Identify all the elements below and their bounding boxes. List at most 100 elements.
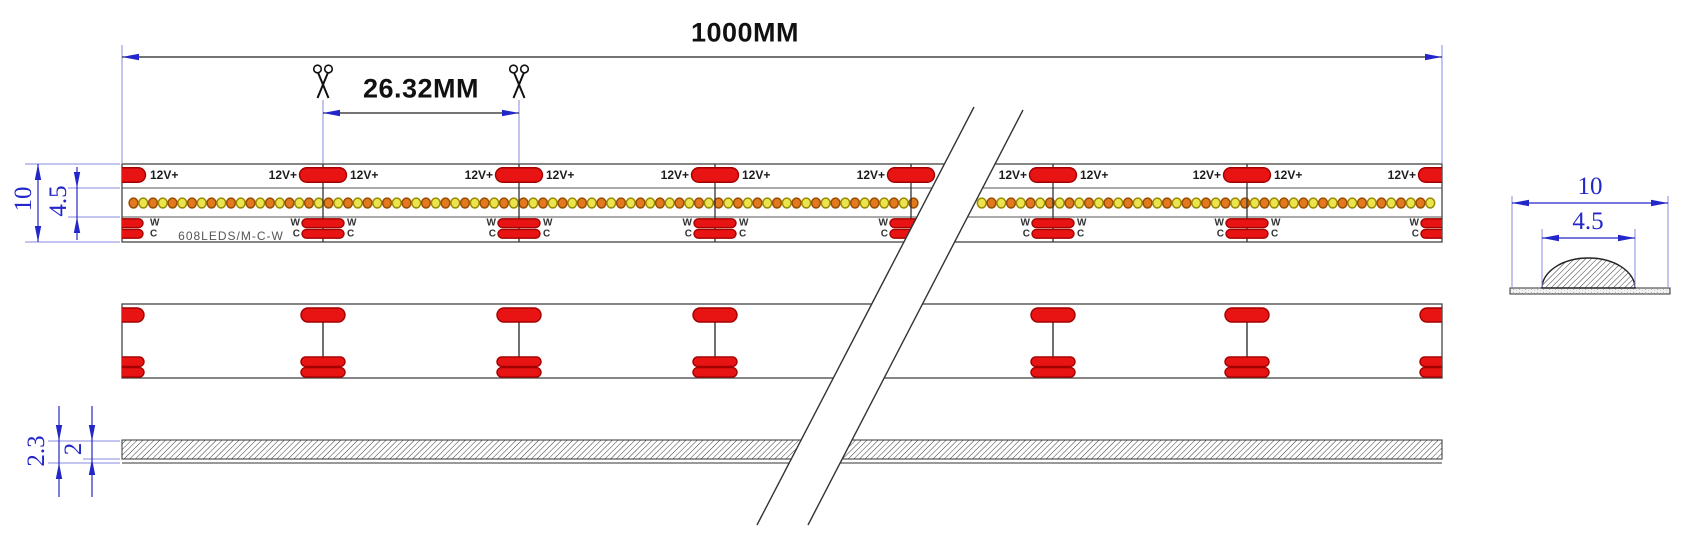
cool-label: C <box>684 228 692 240</box>
led-dot <box>401 197 412 209</box>
led-dot <box>420 197 432 209</box>
led-dot <box>1200 197 1212 209</box>
led-dot <box>693 197 705 209</box>
led-dot <box>1288 197 1299 209</box>
led-dot <box>849 197 861 209</box>
break-line <box>807 109 1024 526</box>
cool-pad <box>1031 228 1075 239</box>
warm-label: W <box>1409 217 1419 229</box>
strip-back-view <box>121 303 1443 379</box>
led-dot <box>742 197 753 209</box>
led-dot <box>576 197 588 209</box>
total-thickness-dimension <box>48 406 120 497</box>
back-pad <box>692 366 738 378</box>
cool-label: C <box>488 228 496 240</box>
back-power-pad <box>496 307 542 323</box>
back-pad <box>1224 356 1270 368</box>
section-base <box>1509 287 1671 295</box>
led-dot <box>313 197 324 209</box>
back-pad <box>496 366 542 378</box>
cool-label: C <box>1022 228 1030 240</box>
cool-label: C <box>880 228 888 240</box>
back-power-pad <box>1224 307 1270 323</box>
warm-label: W <box>1214 217 1224 229</box>
warm-label: W <box>543 217 553 229</box>
arrowhead <box>122 53 139 61</box>
led-dot <box>879 197 890 209</box>
led-dot <box>196 197 207 209</box>
led-dot <box>157 197 168 209</box>
led-dot <box>469 197 480 209</box>
led-dot <box>264 197 276 209</box>
led-dot <box>1259 197 1270 209</box>
warm-label: W <box>1020 217 1030 229</box>
led-dot <box>723 197 734 209</box>
arrowhead <box>34 226 42 242</box>
warm-label: W <box>682 217 692 229</box>
section-width-label: 10 <box>1577 173 1603 200</box>
arrowhead <box>73 217 81 233</box>
led-dot <box>440 197 451 209</box>
led-dot <box>498 197 510 209</box>
led-dot <box>898 197 909 209</box>
led-dot <box>986 197 997 209</box>
led-dot <box>1337 197 1348 209</box>
led-dot <box>1005 197 1017 209</box>
back-pad <box>300 366 346 378</box>
led-dot <box>1317 197 1329 209</box>
led-dot <box>771 197 783 209</box>
led-dot <box>557 197 568 209</box>
led-dot <box>235 197 246 209</box>
led-dot <box>1171 197 1182 209</box>
led-dot <box>1122 197 1134 209</box>
pad-label-12v: 12V+ <box>856 168 885 182</box>
warm-pad <box>693 218 737 229</box>
led-dot <box>781 197 792 209</box>
arrowhead <box>1618 234 1635 242</box>
led-dot <box>508 197 519 209</box>
led-dot <box>450 197 461 209</box>
led-dot <box>976 197 987 209</box>
led-band-width-dimension <box>68 167 120 240</box>
power-pad <box>886 167 936 183</box>
led-dot <box>430 197 441 209</box>
led-dot <box>1269 197 1280 209</box>
led-dot <box>1035 197 1046 209</box>
led-dot <box>674 197 685 209</box>
led-dot <box>225 197 237 209</box>
warm-label: W <box>878 217 888 229</box>
pad-label-12v: 12V+ <box>350 168 379 182</box>
led-dot <box>186 197 198 209</box>
warm-label: W <box>290 217 300 229</box>
led-dot <box>391 197 402 209</box>
led-dot <box>703 197 714 209</box>
led-dot <box>206 197 217 209</box>
cool-label: C <box>150 228 158 240</box>
led-dot <box>1327 197 1338 209</box>
pad-label-12v: 12V+ <box>546 168 575 182</box>
led-dot <box>362 197 373 209</box>
led-dot <box>294 197 305 209</box>
pad-label-12v: 12V+ <box>1080 168 1109 182</box>
led-dot <box>1298 197 1309 209</box>
led-dot <box>732 197 744 209</box>
model-label: 608LEDS/M-C-W <box>178 229 284 243</box>
led-dot <box>1191 197 1202 209</box>
led-dot <box>1230 197 1241 209</box>
led-dot <box>1103 197 1114 209</box>
led-dot <box>479 197 490 209</box>
led-dot <box>996 197 1007 209</box>
led-dot <box>830 197 841 209</box>
led-dot <box>869 197 880 209</box>
led-dot <box>810 197 822 209</box>
back-power-pad <box>122 307 145 323</box>
back-power-pad <box>692 307 738 323</box>
led-dot <box>664 197 675 209</box>
cool-pad <box>497 228 541 239</box>
warm-pad <box>1225 218 1269 229</box>
back-pad <box>122 366 145 378</box>
led-dot <box>255 197 266 209</box>
pad-label-12v: 12V+ <box>1192 168 1221 182</box>
led-dot <box>859 197 870 209</box>
body-thickness-label: 2 <box>60 442 87 456</box>
